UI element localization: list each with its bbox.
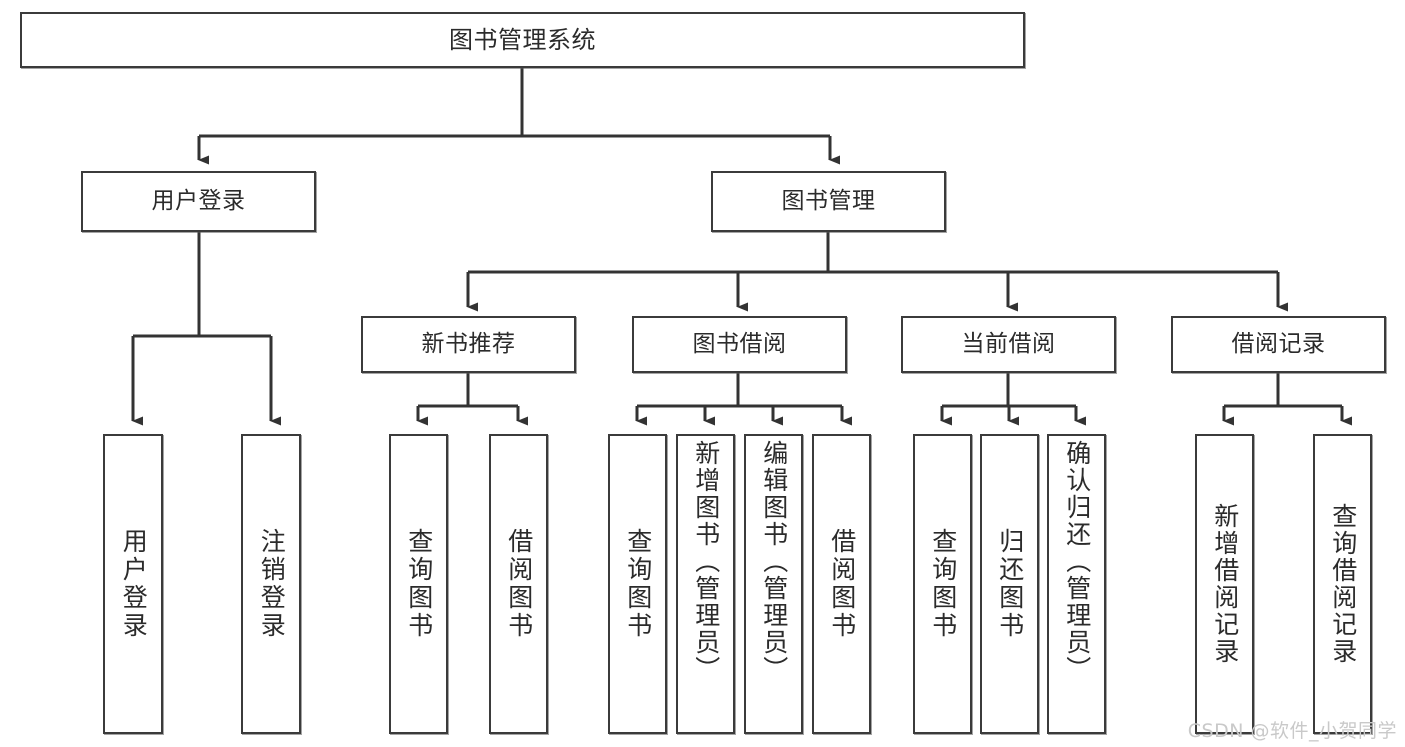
node-leaf-borrow-book-1[interactable]: 借阅图书 <box>489 434 548 734</box>
node-label: 注销登录 <box>257 528 287 640</box>
node-label: 新增借阅记录 <box>1210 503 1240 665</box>
node-book-management[interactable]: 图书管理 <box>711 171 946 232</box>
node-root-book-management-system[interactable]: 图书管理系统 <box>20 12 1025 68</box>
node-label: 用户登录 <box>151 187 246 214</box>
node-leaf-user-login[interactable]: 用户登录 <box>103 434 163 734</box>
node-new-book-recommend[interactable]: 新书推荐 <box>361 316 576 373</box>
node-label: 图书管理 <box>781 187 876 214</box>
node-label: 查询借阅记录 <box>1328 503 1358 665</box>
node-leaf-borrow-book-2[interactable]: 借阅图书 <box>812 434 871 734</box>
node-borrow-record[interactable]: 借阅记录 <box>1171 316 1386 373</box>
node-leaf-edit-book[interactable]: 编辑图书（管理员） <box>744 434 803 734</box>
node-label: 借阅记录 <box>1231 330 1326 357</box>
node-label: 查询图书 <box>928 528 958 640</box>
node-leaf-add-record[interactable]: 新增借阅记录 <box>1195 434 1254 734</box>
node-user-login[interactable]: 用户登录 <box>81 171 316 232</box>
node-leaf-query-record[interactable]: 查询借阅记录 <box>1313 434 1372 734</box>
node-leaf-user-logout[interactable]: 注销登录 <box>241 434 301 734</box>
node-label: 借阅图书 <box>504 528 534 640</box>
node-current-borrow[interactable]: 当前借阅 <box>901 316 1116 373</box>
node-leaf-query-book-1[interactable]: 查询图书 <box>389 434 448 734</box>
node-label: 归还图书 <box>995 528 1025 640</box>
node-label: 借阅图书 <box>827 528 857 640</box>
node-leaf-confirm-return[interactable]: 确认归还（管理员） <box>1047 434 1106 734</box>
csdn-watermark: CSDN @软件_小贺同学 <box>1187 720 1397 742</box>
node-label: 新增图书（管理员） <box>691 440 721 683</box>
node-label: 用户登录 <box>119 528 149 640</box>
node-leaf-query-book-3[interactable]: 查询图书 <box>913 434 972 734</box>
node-label: 新书推荐 <box>421 330 516 357</box>
node-leaf-query-book-2[interactable]: 查询图书 <box>608 434 667 734</box>
node-leaf-return-book[interactable]: 归还图书 <box>980 434 1039 734</box>
node-leaf-add-book[interactable]: 新增图书（管理员） <box>676 434 735 734</box>
node-label: 查询图书 <box>623 528 653 640</box>
node-book-borrow[interactable]: 图书借阅 <box>632 316 847 373</box>
node-label: 查询图书 <box>404 528 434 640</box>
node-label: 确认归还（管理员） <box>1062 440 1092 683</box>
node-label: 编辑图书（管理员） <box>759 440 789 683</box>
node-label: 图书管理系统 <box>449 25 596 54</box>
node-label: 图书借阅 <box>692 330 787 357</box>
node-label: 当前借阅 <box>961 330 1056 357</box>
